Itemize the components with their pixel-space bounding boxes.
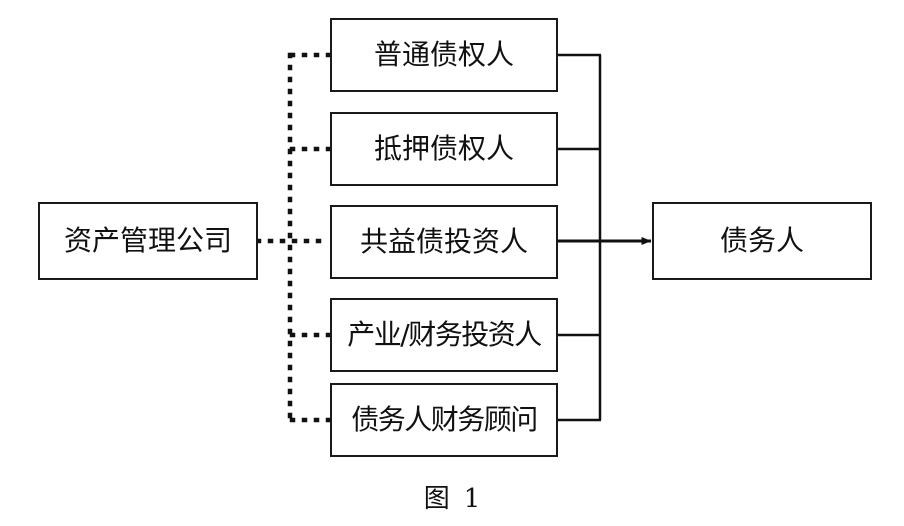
node-label: 抵押债权人 (373, 132, 514, 165)
node-asset-management-company[interactable]: 资产管理公司 (38, 202, 258, 280)
node-label: 共益债投资人 (359, 225, 528, 258)
node-industrial-financial-investor[interactable]: 产业/财务投资人 (330, 298, 558, 372)
node-label: 资产管理公司 (63, 224, 232, 257)
node-mortgage-creditor[interactable]: 抵押债权人 (330, 112, 558, 186)
node-common-benefit-debt-investor[interactable]: 共益债投资人 (330, 205, 558, 279)
node-label: 普通债权人 (373, 38, 514, 71)
node-label: 产业/财务投资人 (347, 318, 542, 351)
node-ordinary-creditor[interactable]: 普通债权人 (330, 18, 558, 92)
node-debtor[interactable]: 债务人 (652, 202, 872, 280)
node-label: 债务人财务顾问 (351, 403, 538, 436)
node-label: 债务人 (719, 224, 804, 257)
figure-caption-number: 1 (463, 484, 481, 514)
node-debtor-financial-advisor[interactable]: 债务人财务顾问 (330, 383, 558, 457)
figure-caption-label: 图 (423, 484, 450, 514)
